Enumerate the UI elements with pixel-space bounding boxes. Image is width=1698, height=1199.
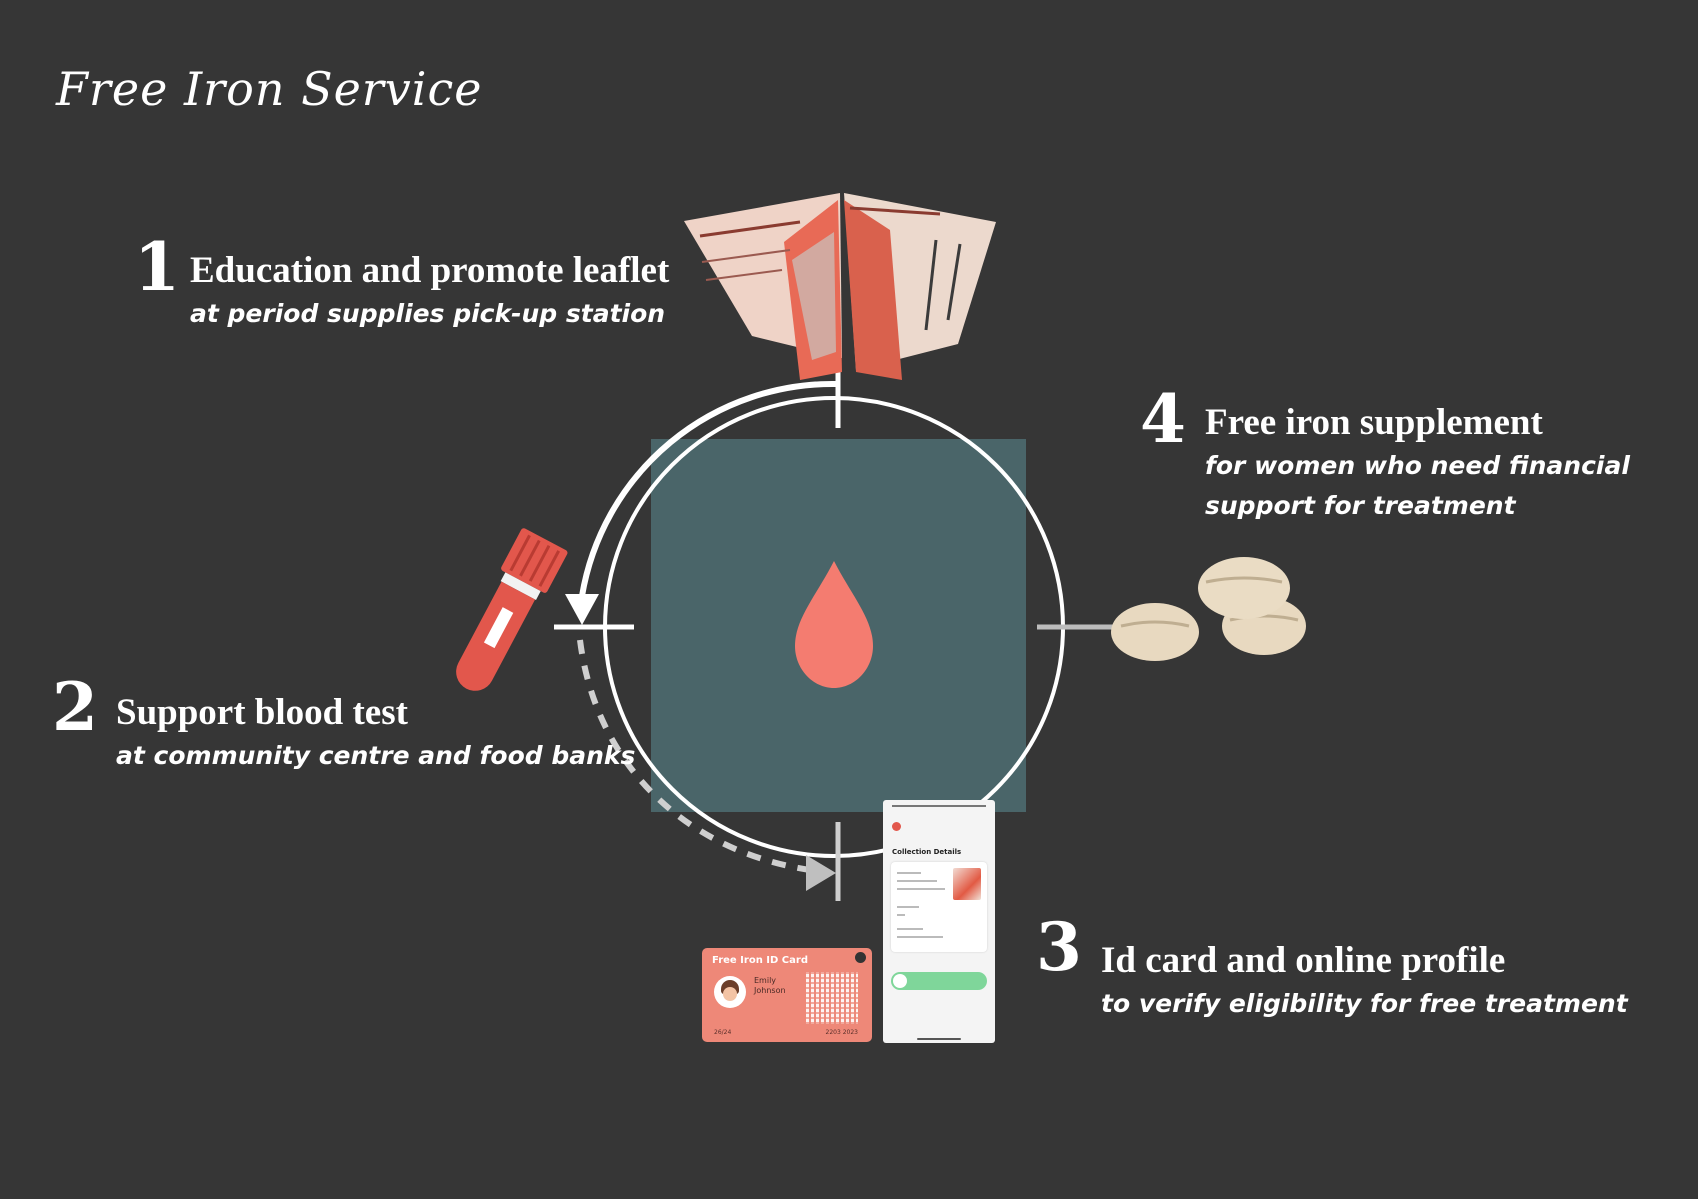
pills-icon [1111, 557, 1306, 661]
id-card-icon: Free Iron ID Card Emily Johnson 26/24 22… [702, 948, 872, 1042]
step-4-subtitle-line-2: support for treatment [1205, 491, 1516, 520]
step-4-number: 4 [1140, 380, 1186, 458]
id-card-name: Emily Johnson [754, 976, 786, 995]
dashed-arc-arrowhead [806, 855, 836, 891]
page-title: Free Iron Service [56, 62, 483, 116]
id-card-title: Free Iron ID Card [712, 955, 808, 966]
phone-heading: Collection Details [892, 848, 962, 856]
product-image [953, 868, 981, 900]
id-card-footer: 26/24 2203 2023 [714, 1029, 858, 1036]
step-2-number: 2 [52, 668, 98, 746]
test-tube-icon [456, 528, 568, 691]
step-4-subtitle-line-1: for women who need financial [1205, 451, 1630, 480]
step-3-subtitle: to verify eligibility for free treatment [1101, 989, 1628, 1018]
phone-icon: Collection Details [883, 800, 995, 1043]
step-1-subtitle: at period supplies pick-up station [190, 299, 666, 328]
home-indicator [917, 1038, 961, 1040]
collection-details-card [891, 862, 987, 952]
step-2-subtitle: at community centre and food banks [116, 741, 636, 770]
step-1-number: 1 [134, 228, 180, 306]
blood-drop-icon [795, 561, 873, 688]
step-1-title: Education and promote leaflet [190, 250, 670, 291]
close-icon [892, 822, 901, 831]
avatar [714, 976, 746, 1008]
dashed-arc-arrow [577, 639, 811, 873]
outer-arc-arrowhead [565, 594, 599, 625]
confirm-slider-button[interactable] [891, 972, 987, 990]
leaflet-icon [684, 193, 996, 380]
step-4-title: Free iron supplement [1205, 402, 1543, 443]
outer-arc-arrow [579, 380, 839, 597]
id-card-footer-right: 2203 2023 [825, 1029, 858, 1036]
id-card-footer-left: 26/24 [714, 1029, 732, 1036]
id-card-chip [855, 952, 866, 963]
step-2-title: Support blood test [116, 692, 408, 733]
step-3-title: Id card and online profile [1101, 940, 1506, 981]
phone-status-bar [892, 805, 986, 810]
qr-code-icon [806, 972, 858, 1024]
step-3-number: 3 [1036, 908, 1082, 986]
